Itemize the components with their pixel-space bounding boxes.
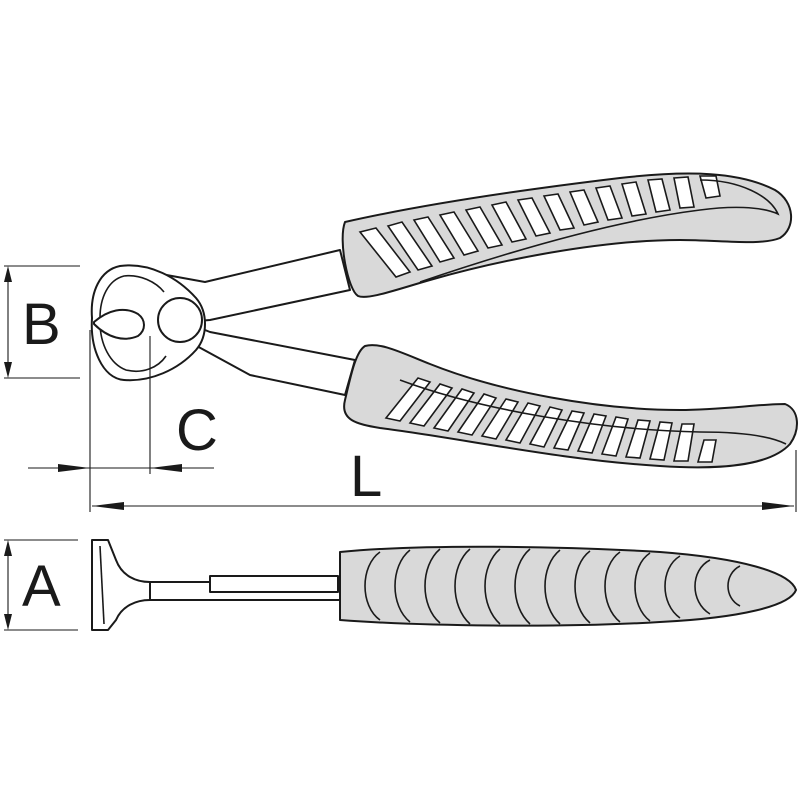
jaw-opening [93,308,145,340]
upper-grip-ribs [358,175,721,278]
dimension-label-b: B [22,292,61,357]
shaft-inner [209,575,339,593]
dimension-label-a: A [22,554,61,619]
lower-arm [184,321,356,396]
lower-grip-contour [399,379,787,445]
pivot-rivet [157,297,203,343]
dimension-a [4,539,78,631]
dimension-l [89,450,797,512]
head-bevel-lower [99,321,167,372]
pliers-top-view [91,539,797,631]
dimension-label-l: L [350,444,382,509]
neck-taper [99,545,105,625]
dimension-b [4,265,80,379]
cutting-head [90,264,206,382]
top-view-grip [339,545,797,627]
dimension-c [28,330,214,474]
lower-grip-ribs [384,377,717,463]
pliers-side-view [90,172,798,469]
head-bevel [99,274,165,319]
upper-grip-contour [419,179,780,283]
top-view-grip-rings [364,548,741,625]
dimension-label-c: C [176,398,218,463]
